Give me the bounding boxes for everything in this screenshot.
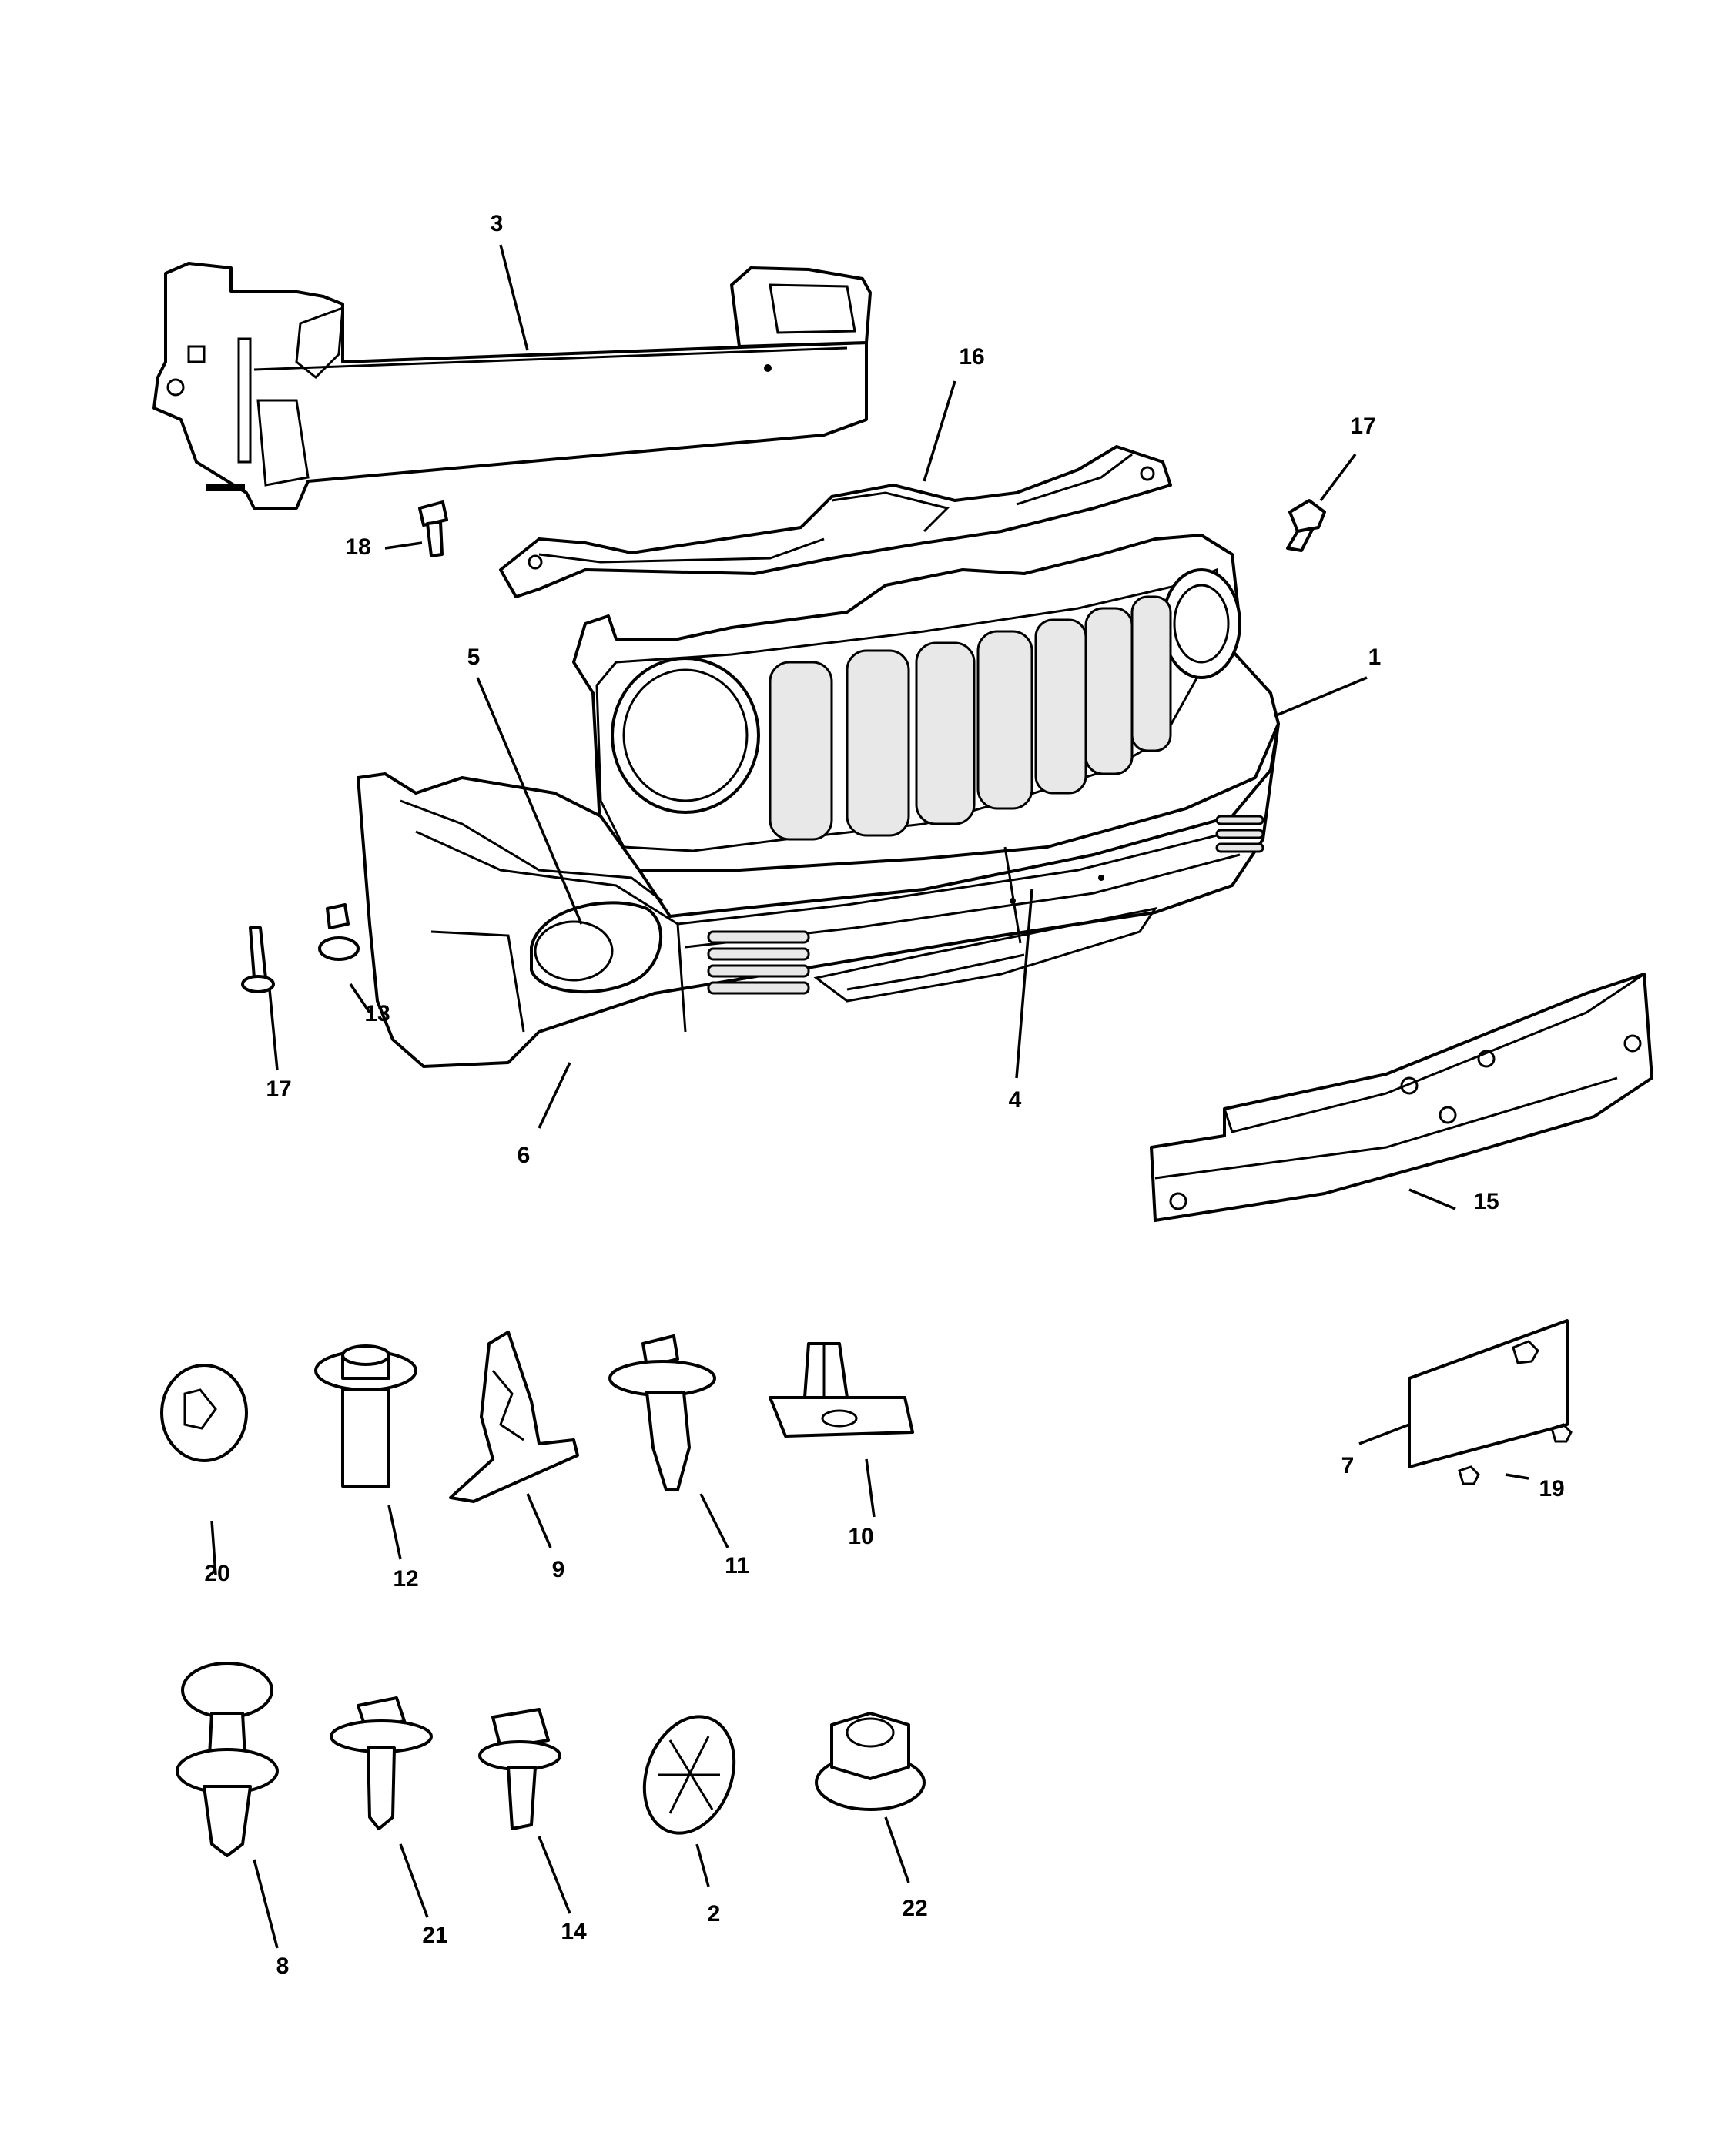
- callout-14: 14: [561, 1919, 587, 1944]
- push-pin-8[interactable]: [176, 1662, 279, 1857]
- grille-slots: [769, 595, 1172, 841]
- bolt-21[interactable]: [330, 1696, 433, 1830]
- screw-18[interactable]: [418, 500, 448, 557]
- callout-4: 4: [1009, 1087, 1022, 1113]
- callout-22: 22: [902, 1896, 927, 1921]
- callout-9: 9: [552, 1557, 565, 1582]
- bolt-14[interactable]: [478, 1708, 561, 1830]
- screw-17-lower[interactable]: [241, 926, 275, 993]
- license-bracket-part[interactable]: [1408, 1319, 1573, 1485]
- clip-13[interactable]: [318, 903, 360, 961]
- callout-21: 21: [422, 1923, 447, 1948]
- nut-clip-10[interactable]: [769, 1342, 914, 1438]
- callout-11: 11: [725, 1553, 749, 1578]
- callout-5: 5: [467, 644, 481, 670]
- callout-8: 8: [276, 1953, 290, 1979]
- callout-17-lower: 17: [266, 1076, 291, 1102]
- reinforcement-beam-part[interactable]: [152, 262, 872, 510]
- callout-1: 1: [1368, 644, 1382, 670]
- upper-bracket-part[interactable]: [499, 445, 1172, 598]
- nut-22[interactable]: [815, 1712, 926, 1811]
- bumper-vents: [707, 815, 1264, 995]
- screw-11[interactable]: [608, 1334, 716, 1491]
- clip-9[interactable]: [449, 1331, 579, 1503]
- callout-7: 7: [1341, 1453, 1355, 1478]
- leader-lines: [210, 244, 1529, 1949]
- callout-10: 10: [848, 1524, 873, 1549]
- callout-12: 12: [393, 1566, 418, 1592]
- callout-16: 16: [959, 344, 984, 370]
- grille-fascia-part[interactable]: [357, 534, 1280, 1068]
- callout-17-upper: 17: [1350, 413, 1375, 439]
- callout-labels: 3 16 17 18 1 5 13 17 4 6 15 7 19 20 12 9…: [204, 211, 1564, 1979]
- plug-2[interactable]: [629, 1704, 750, 1846]
- callout-19: 19: [1539, 1476, 1564, 1502]
- screw-17-upper[interactable]: [1286, 499, 1326, 552]
- bolt-12[interactable]: [314, 1344, 417, 1488]
- energy-absorber-part[interactable]: [1150, 973, 1653, 1222]
- clip-20[interactable]: [160, 1364, 248, 1462]
- callout-15: 15: [1473, 1189, 1499, 1214]
- callout-6: 6: [518, 1143, 531, 1168]
- callout-18: 18: [345, 534, 370, 560]
- callout-13: 13: [364, 1001, 390, 1026]
- callout-3: 3: [491, 211, 504, 236]
- callout-2: 2: [708, 1901, 721, 1927]
- callout-20: 20: [204, 1561, 229, 1586]
